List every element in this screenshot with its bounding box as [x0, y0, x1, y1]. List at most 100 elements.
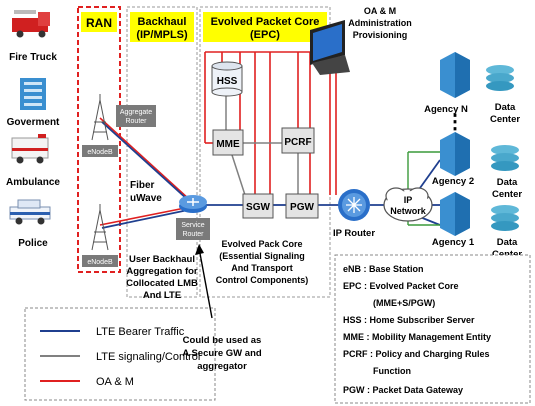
- svg-text:Collocated LMB: Collocated LMB: [126, 278, 198, 289]
- agency-2-label: Agency 2: [432, 176, 474, 187]
- oam-monitor-icon: [310, 20, 350, 75]
- agency-2-building-icon: [440, 132, 470, 176]
- aggregate-router-label-1: Aggregate: [120, 109, 152, 116]
- user-label-ambulance: Ambulance: [6, 177, 60, 188]
- government-building-icon: [20, 78, 46, 110]
- service-router-box: [176, 218, 210, 240]
- epc-sublabel: (EPC): [250, 29, 280, 41]
- data-center-2-icon: [491, 145, 519, 171]
- data-center-1-label-1: Data: [497, 237, 518, 248]
- svg-text:Control Components): Control Components): [216, 275, 309, 285]
- uwave-label: uWave: [130, 193, 162, 204]
- service-router-label-2: Router: [182, 231, 204, 238]
- data-center-1-icon: [491, 205, 519, 231]
- svg-text:Function: Function: [373, 366, 411, 376]
- ip-network-cloud-icon: [383, 187, 433, 222]
- ip-network-label-1: IP: [404, 195, 413, 205]
- svg-text:EPC : Evolved Packet Core: EPC : Evolved Packet Core: [343, 281, 459, 291]
- hss-database-icon: [211, 61, 243, 97]
- oam-title: OA & M Administration Provisioning: [348, 6, 412, 40]
- svg-text:And LTE: And LTE: [143, 290, 181, 301]
- user-label-police: Police: [18, 238, 48, 249]
- data-center-n-label-2: Center: [490, 114, 520, 125]
- agency-1-label: Agency 1: [432, 237, 475, 248]
- fiber-label: Fiber: [130, 180, 155, 191]
- svg-text:Could be used as: Could be used as: [183, 335, 262, 346]
- ran-region: [77, 6, 121, 273]
- svg-text:(Essential Signaling: (Essential Signaling: [219, 251, 305, 261]
- svg-text:Provisioning: Provisioning: [353, 30, 408, 40]
- svg-text:OA & M: OA & M: [364, 6, 396, 16]
- svg-text:A Secure GW and: A Secure GW and: [182, 348, 262, 359]
- data-center-n-icon: [486, 65, 514, 91]
- secure-gw-arrowhead: [195, 244, 204, 255]
- agency-n-label: Agency N: [424, 104, 468, 115]
- agency-1-building-icon: [440, 192, 470, 236]
- backhaul-note: User Backhaul Aggregation for Collocated…: [126, 254, 198, 301]
- ambulance-icon: [11, 134, 49, 164]
- pgw-label: PGW: [290, 202, 314, 213]
- pgw-box: [285, 193, 319, 219]
- data-center-n-label-1: Data: [495, 102, 516, 113]
- mme-label: MME: [216, 139, 240, 150]
- svg-text:PGW : Packet Data Gateway: PGW : Packet Data Gateway: [343, 385, 463, 395]
- aggregate-router-box: [116, 105, 156, 127]
- service-router-label-1: Service: [181, 222, 204, 229]
- secure-gw-arrow: [198, 247, 213, 319]
- data-center-2-label-1: Data: [497, 177, 518, 188]
- secure-gw-note: Could be used as A Secure GW and aggrega…: [182, 335, 262, 372]
- svg-text:Administration: Administration: [348, 18, 412, 28]
- pcrf-box: [281, 127, 315, 154]
- epc-label: Evolved Packet Core: [211, 16, 320, 28]
- svg-text:(MME+S/PGW): (MME+S/PGW): [373, 298, 435, 308]
- epc-note: Evolved Pack Core (Essential Signaling A…: [216, 239, 309, 285]
- data-center-2-label-2: Center: [492, 189, 522, 200]
- backhaul-label-bg: [130, 12, 194, 42]
- user-label-government: Goverment: [7, 117, 60, 128]
- ran-label-bg: [81, 12, 117, 32]
- svg-text:PCRF : Policy and Charging Rul: PCRF : Policy and Charging Rules: [343, 349, 490, 359]
- sgw-label: SGW: [246, 202, 270, 213]
- ran-label: RAN: [86, 16, 112, 30]
- user-label-fire-truck: Fire Truck: [9, 52, 57, 63]
- legend-box: [24, 307, 216, 401]
- antenna-tower-icon-bottom: [91, 204, 109, 251]
- antenna-tower-icon-top: [91, 94, 109, 141]
- pcrf-label: PCRF: [284, 137, 311, 148]
- agency-ellipsis: ⋮: [445, 111, 465, 133]
- enodeb-top-label: eNodeB: [87, 149, 113, 156]
- svg-text:eNB : Base Station: eNB : Base Station: [343, 264, 424, 274]
- enodeb-bottom-label: eNodeB: [87, 259, 113, 266]
- backhaul-sublabel: (IP/MPLS): [136, 29, 188, 41]
- svg-text:And Transport: And Transport: [231, 263, 293, 273]
- service-router-icon: [179, 195, 207, 213]
- agency-n-building-icon: [440, 52, 470, 98]
- ip-network-label-2: Network: [390, 206, 427, 216]
- legend-oam-label: OA & M: [96, 376, 134, 388]
- sgw-box: [242, 193, 274, 219]
- backhaul-region: [126, 6, 198, 298]
- legend-signaling-label: LTE signaling/Control: [96, 351, 200, 363]
- fire-truck-icon: [12, 10, 50, 38]
- epc-label-bg: [203, 12, 327, 42]
- glossary-box: [334, 254, 531, 404]
- backhaul-label: Backhaul: [138, 16, 187, 28]
- ip-router-label: IP Router: [333, 228, 375, 239]
- hss-label: HSS: [217, 76, 238, 87]
- svg-text:aggregator: aggregator: [197, 361, 247, 372]
- police-car-icon: [9, 199, 51, 225]
- svg-text:MME : Mobility Management Enti: MME : Mobility Management Entity: [343, 332, 491, 342]
- svg-text:Aggregation for: Aggregation for: [126, 266, 198, 277]
- glossary-text: eNB : Base Station EPC : Evolved Packet …: [343, 264, 491, 395]
- svg-text:HSS : Home Subscriber Server: HSS : Home Subscriber Server: [343, 315, 475, 325]
- svg-text:Evolved Pack Core: Evolved Pack Core: [221, 239, 302, 249]
- legend-bearer-label: LTE Bearer Traffic: [96, 326, 185, 338]
- enodeb-top-box: [82, 145, 118, 157]
- aggregate-router-label-2: Router: [125, 118, 147, 125]
- enodeb-bottom-box: [82, 255, 118, 267]
- signaling-links: [225, 95, 299, 196]
- oam-links: [99, 51, 337, 226]
- ip-router-icon: [338, 189, 370, 221]
- mme-box: [212, 129, 244, 156]
